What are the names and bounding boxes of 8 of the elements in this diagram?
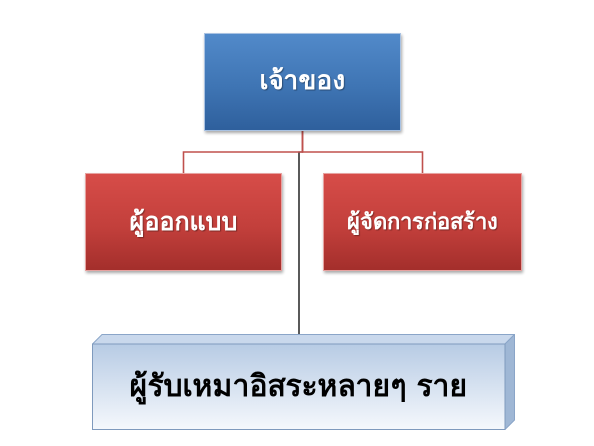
org-chart-box (204, 33, 401, 131)
box-label: ผู้ออกแบบ (130, 207, 238, 237)
org-chart-box (85, 173, 282, 271)
box-label: เจ้าของ (260, 66, 346, 98)
box-label: ผู้จัดการก่อสร้าง (347, 208, 498, 236)
box-label: ผู้รับเหมาอิสระหลายๆ ราย (129, 369, 468, 405)
connector-line (302, 131, 424, 173)
org-chart-box (323, 173, 522, 271)
